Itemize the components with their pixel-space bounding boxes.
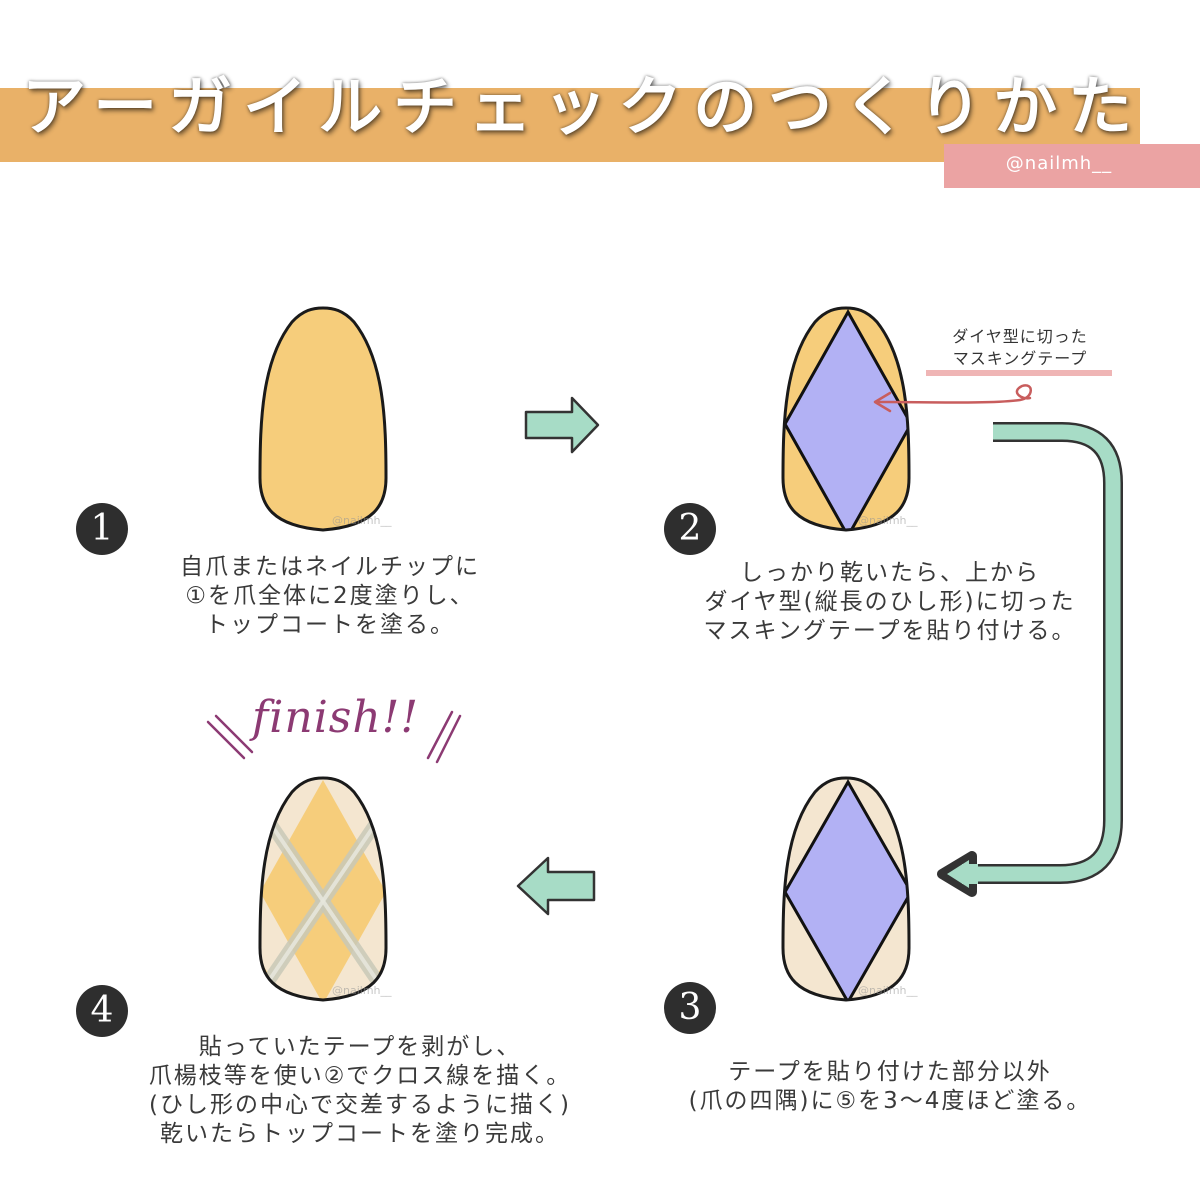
step-1-description: 自爪またはネイルチップに ①を爪全体に2度塗りし、 トップコートを塗る。 <box>110 553 550 640</box>
step-3-description: テープを貼り付けた部分以外 (爪の四隅)に⑤を3〜4度ほど塗る。 <box>620 1058 1160 1116</box>
arrow-left-icon <box>516 856 596 916</box>
watermark-3: @nailmh__ <box>332 984 392 997</box>
nail-step-3 <box>781 776 911 1002</box>
step-4-line-3: (ひし形の中心で交差するように描く) <box>149 1092 571 1118</box>
step-1-line-2: ①を爪全体に2度塗りし、 <box>185 583 475 609</box>
nail-step-4 <box>258 776 388 1002</box>
step-number-1: 1 <box>76 503 128 555</box>
finish-label: finish!! <box>252 692 420 743</box>
step-number-2: 2 <box>664 503 716 555</box>
page-title: アーガイルチェックのつくりかた <box>22 71 1144 145</box>
curved-arrow-down-icon <box>937 422 1123 897</box>
callout-pointer-icon <box>873 370 1112 413</box>
step-2-line-1: しっかり乾いたら、上から <box>740 560 1040 586</box>
watermark-4: @nailmh__ <box>858 984 918 997</box>
step-2-description: しっかり乾いたら、上から ダイヤ型(縦長のひし形)に切った マスキングテープを貼… <box>620 559 1160 646</box>
arrow-right-icon <box>524 396 600 454</box>
emphasis-lines-icon <box>206 710 462 764</box>
nail-step-1 <box>258 306 388 532</box>
step-number-3: 3 <box>664 982 716 1034</box>
step-3-line-2: (爪の四隅)に⑤を3〜4度ほど塗る。 <box>688 1088 1092 1114</box>
step-1-line-3: トップコートを塗る。 <box>205 612 455 638</box>
step-3-line-1: テープを貼り付けた部分以外 <box>728 1059 1052 1085</box>
step-4-line-4: 乾いたらトップコートを塗り完成。 <box>160 1121 560 1147</box>
watermark-2: @nailmh__ <box>858 514 918 527</box>
nail-step-2 <box>781 306 911 532</box>
step-4-line-1: 貼っていたテープを剥がし、 <box>198 1034 522 1060</box>
callout-line-2: マスキングテープ <box>952 349 1088 368</box>
step-1-line-1: 自爪またはネイルチップに <box>180 554 480 580</box>
tape-callout-label: ダイヤ型に切った マスキングテープ <box>920 326 1120 370</box>
author-handle: @nailmh__ <box>1005 152 1113 174</box>
step-2-line-3: マスキングテープを貼り付ける。 <box>703 618 1077 644</box>
callout-line-1: ダイヤ型に切った <box>952 327 1088 346</box>
step-4-line-2: 爪楊枝等を使い②でクロス線を描く。 <box>148 1063 572 1089</box>
step-4-description: 貼っていたテープを剥がし、 爪楊枝等を使い②でクロス線を描く。 (ひし形の中心で… <box>60 1033 660 1149</box>
step-2-line-2: ダイヤ型(縦長のひし形)に切った <box>704 589 1076 615</box>
watermark-1: @nailmh__ <box>332 514 392 527</box>
step-number-4: 4 <box>76 985 128 1037</box>
handle-band <box>944 144 1200 188</box>
